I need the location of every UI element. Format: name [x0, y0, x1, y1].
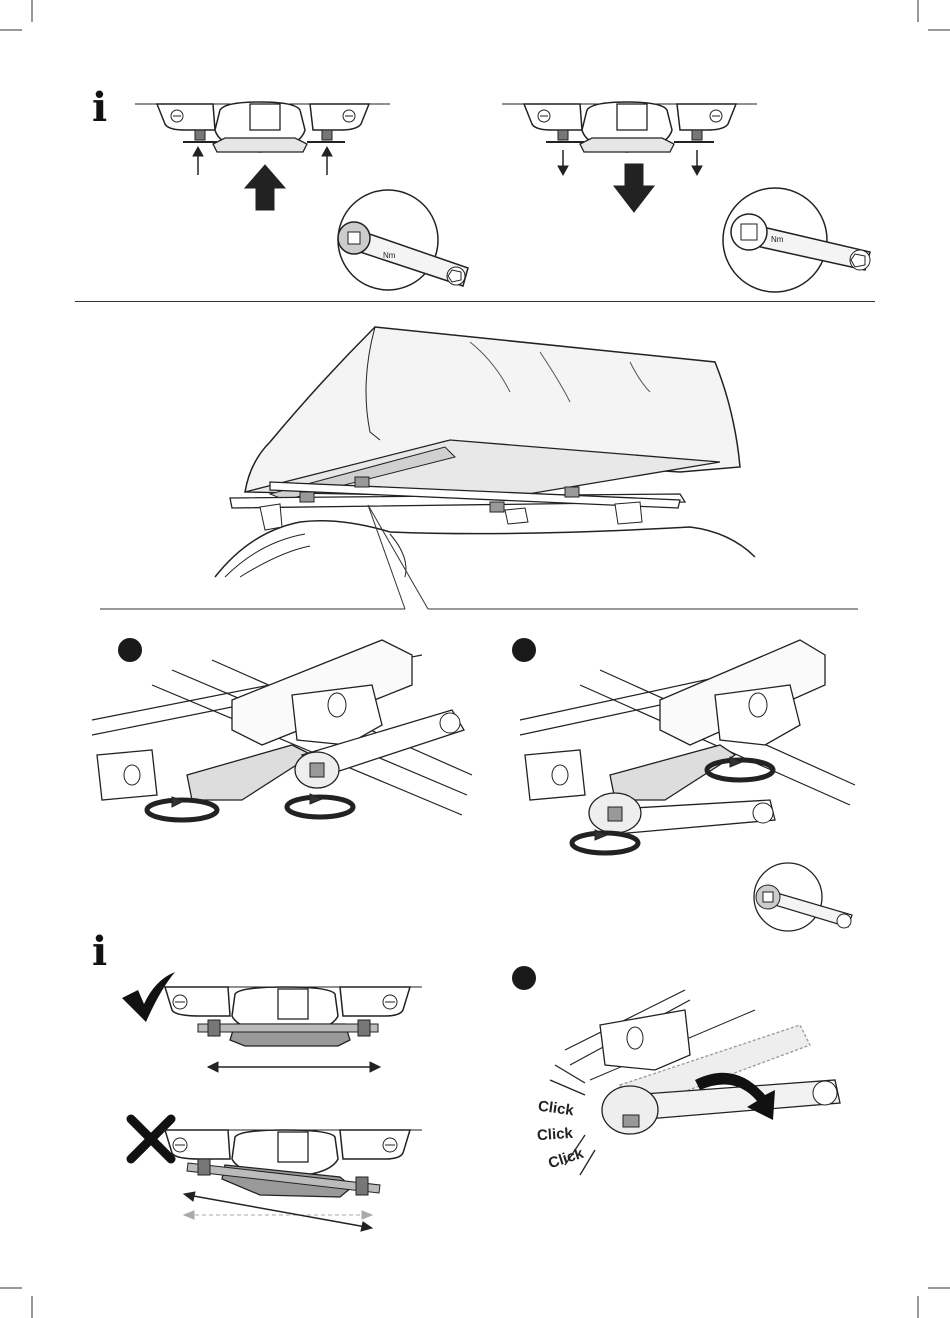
info-icon: i [92, 932, 107, 972]
double-arrow-icon [184, 1211, 372, 1219]
click-label: Click [536, 1125, 573, 1144]
callout-lines [0, 0, 950, 620]
rotate-arrow-icon [147, 794, 353, 820]
clamp-wrench-step-1 [92, 635, 472, 835]
torque-click-illustration [545, 985, 865, 1185]
step-dot-icon [512, 966, 536, 990]
double-arrow-icon [208, 1062, 380, 1072]
clamp-wrench-step-2 [520, 635, 860, 865]
correct-alignment-diagram [160, 982, 440, 1077]
wrench-closeup-icon [740, 863, 860, 943]
incorrect-alignment-diagram [160, 1125, 440, 1235]
